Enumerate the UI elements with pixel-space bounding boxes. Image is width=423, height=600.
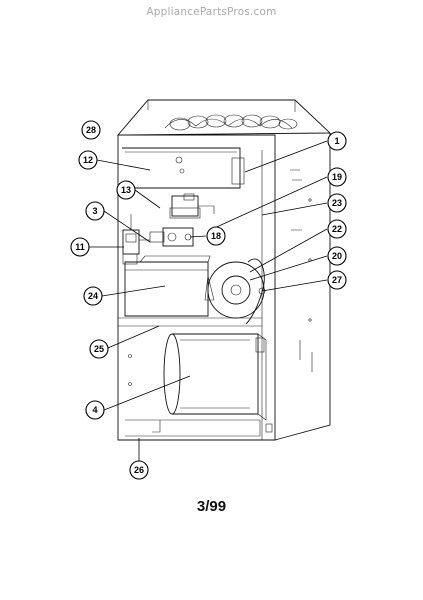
callout-4: 4: [85, 400, 105, 420]
svg-text:27: 27: [332, 275, 342, 285]
gas-valve-assembly: [149, 193, 215, 247]
watermark-text: AppliancePartsPros.com: [146, 6, 277, 18]
svg-text:23: 23: [332, 198, 342, 208]
callout-20: 20: [327, 246, 347, 266]
callout-27: 27: [327, 270, 347, 290]
left-side-components: [122, 214, 150, 265]
svg-text:3: 3: [92, 206, 97, 216]
svg-text:20: 20: [332, 251, 342, 261]
callout-3: 3: [85, 201, 105, 221]
collector-box: [118, 255, 262, 327]
inducer-blower: [204, 258, 266, 325]
callout-23: 23: [327, 193, 347, 213]
svg-text:28: 28: [86, 125, 96, 135]
svg-text:18: 18: [211, 231, 221, 241]
svg-text:1: 1: [334, 136, 339, 146]
diagram-date-code: 3/99: [196, 498, 227, 515]
svg-text:12: 12: [83, 155, 93, 165]
callout-22: 22: [327, 219, 347, 239]
svg-text:4: 4: [92, 405, 97, 415]
svg-text:26: 26: [134, 465, 144, 475]
callout-19: 19: [327, 167, 347, 187]
callout-1: 1: [327, 131, 347, 151]
svg-text:13: 13: [121, 185, 131, 195]
callout-28: 28: [81, 120, 101, 140]
svg-text:19: 19: [332, 172, 342, 182]
upper-burner-panel: [122, 147, 245, 189]
callout-18: 18: [206, 226, 226, 246]
callout-13: 13: [116, 180, 136, 200]
heat-exchanger-tubes: [164, 114, 298, 131]
svg-text:11: 11: [75, 242, 85, 252]
svg-text:25: 25: [94, 344, 104, 354]
callout-12: 12: [78, 150, 98, 170]
callout-25: 25: [89, 339, 109, 359]
blower-housing: [163, 333, 267, 421]
svg-text:24: 24: [88, 291, 98, 301]
callout-11: 11: [70, 237, 90, 257]
callout-leaders: [89, 140, 328, 461]
cabinet-detail-marks: [128, 169, 313, 386]
callout-26: 26: [129, 460, 149, 480]
cabinet-base: [125, 419, 273, 437]
callout-24: 24: [83, 286, 103, 306]
svg-text:22: 22: [332, 224, 342, 234]
